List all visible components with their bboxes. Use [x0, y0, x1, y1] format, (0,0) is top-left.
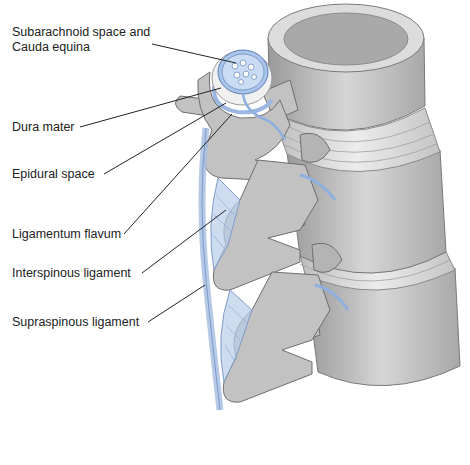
leader-lines: [80, 44, 236, 322]
dural-sac: [212, 50, 285, 140]
part-label: Ligamentum flavum: [12, 227, 121, 242]
part-label: Epidural space: [12, 167, 95, 182]
nerve-roots: [300, 175, 348, 310]
part-label: Dura mater: [12, 120, 75, 135]
part-label: Supraspinous ligament: [12, 315, 139, 330]
part-label: Interspinous ligament: [12, 266, 131, 281]
ligaments: [202, 86, 272, 410]
part-label: Subarachnoid space and Cauda equina: [12, 25, 162, 55]
